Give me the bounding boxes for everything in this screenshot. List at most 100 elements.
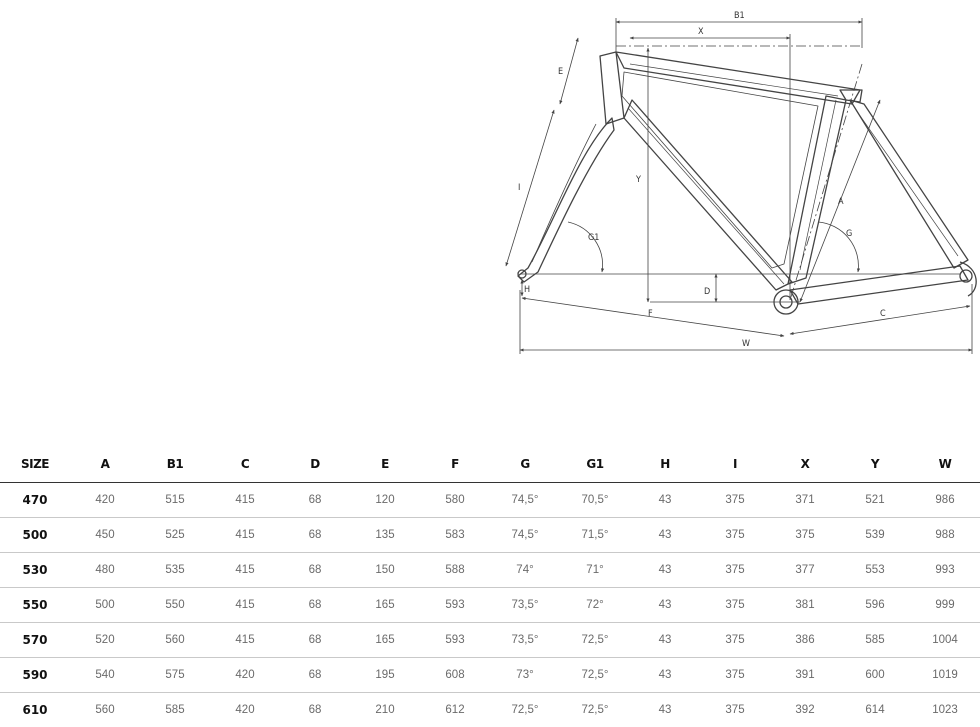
table-cell: 135 bbox=[350, 518, 420, 553]
table-cell: 593 bbox=[420, 623, 490, 658]
table-cell: 72,5° bbox=[560, 658, 630, 693]
column-header-b1: B1 bbox=[140, 446, 210, 483]
table-cell: 1004 bbox=[910, 623, 980, 658]
column-header-x: X bbox=[770, 446, 840, 483]
table-cell: 988 bbox=[910, 518, 980, 553]
table-cell: 68 bbox=[280, 588, 350, 623]
table-cell: 195 bbox=[350, 658, 420, 693]
table-cell: 70,5° bbox=[560, 483, 630, 518]
table-cell: 521 bbox=[840, 483, 910, 518]
table-cell: 74° bbox=[490, 553, 560, 588]
table-cell: 986 bbox=[910, 483, 980, 518]
table-cell: 535 bbox=[140, 553, 210, 588]
table-cell: 540 bbox=[70, 658, 140, 693]
column-header-w: W bbox=[910, 446, 980, 483]
table-cell: 515 bbox=[140, 483, 210, 518]
table-cell: 588 bbox=[420, 553, 490, 588]
table-cell: 539 bbox=[840, 518, 910, 553]
table-cell: 68 bbox=[280, 658, 350, 693]
column-header-i: I bbox=[700, 446, 770, 483]
table-cell: 560 bbox=[70, 693, 140, 727]
table-cell: 525 bbox=[140, 518, 210, 553]
table-cell: 450 bbox=[70, 518, 140, 553]
table-cell: 415 bbox=[210, 518, 280, 553]
table-cell: 43 bbox=[630, 658, 700, 693]
column-header-c: C bbox=[210, 446, 280, 483]
table-cell: 375 bbox=[700, 623, 770, 658]
table-cell: 43 bbox=[630, 693, 700, 727]
table-cell: 375 bbox=[770, 518, 840, 553]
table-cell: 415 bbox=[210, 588, 280, 623]
table-cell: 580 bbox=[420, 483, 490, 518]
table-cell: 72,5° bbox=[490, 693, 560, 727]
table-cell: 520 bbox=[70, 623, 140, 658]
table-cell: 575 bbox=[140, 658, 210, 693]
table-cell: 585 bbox=[140, 693, 210, 727]
table-cell: 43 bbox=[630, 623, 700, 658]
table-cell: 999 bbox=[910, 588, 980, 623]
table-cell: 1023 bbox=[910, 693, 980, 727]
table-cell: 43 bbox=[630, 483, 700, 518]
column-header-f: F bbox=[420, 446, 490, 483]
column-header-h: H bbox=[630, 446, 700, 483]
label-w: W bbox=[742, 339, 750, 349]
table-cell: 375 bbox=[700, 483, 770, 518]
table-cell: 553 bbox=[840, 553, 910, 588]
frame-geometry-diagram: B1 X Y E I G1 A G H D F C W bbox=[0, 0, 980, 400]
table-cell: 74,5° bbox=[490, 483, 560, 518]
label-i: I bbox=[518, 183, 520, 193]
dimension-lines bbox=[506, 18, 972, 354]
table-cell: 500 bbox=[70, 588, 140, 623]
table-cell: 420 bbox=[210, 693, 280, 727]
label-b1: B1 bbox=[734, 11, 745, 21]
table-cell: 120 bbox=[350, 483, 420, 518]
table-cell: 614 bbox=[840, 693, 910, 727]
label-y: Y bbox=[635, 175, 641, 185]
table-cell: 386 bbox=[770, 623, 840, 658]
table-cell: 210 bbox=[350, 693, 420, 727]
column-header-e: E bbox=[350, 446, 420, 483]
label-x: X bbox=[698, 27, 704, 37]
table-cell: 43 bbox=[630, 518, 700, 553]
column-header-d: D bbox=[280, 446, 350, 483]
table-cell: 375 bbox=[700, 658, 770, 693]
table-cell: 585 bbox=[840, 623, 910, 658]
table-cell: 68 bbox=[280, 553, 350, 588]
table-cell: 71,5° bbox=[560, 518, 630, 553]
column-header-g1: G1 bbox=[560, 446, 630, 483]
table-cell: 150 bbox=[350, 553, 420, 588]
table-cell: 73,5° bbox=[490, 623, 560, 658]
table-cell: 608 bbox=[420, 658, 490, 693]
table-cell: 415 bbox=[210, 483, 280, 518]
table-cell: 375 bbox=[700, 518, 770, 553]
label-g: G bbox=[846, 229, 852, 239]
table-cell: 420 bbox=[70, 483, 140, 518]
table-cell: 73° bbox=[490, 658, 560, 693]
label-h: H bbox=[524, 285, 530, 295]
size-cell: 550 bbox=[0, 588, 70, 623]
table-cell: 72,5° bbox=[560, 623, 630, 658]
table-cell: 165 bbox=[350, 623, 420, 658]
table-cell: 480 bbox=[70, 553, 140, 588]
table-cell: 391 bbox=[770, 658, 840, 693]
label-e: E bbox=[558, 67, 563, 77]
table-cell: 593 bbox=[420, 588, 490, 623]
table-cell: 583 bbox=[420, 518, 490, 553]
table-cell: 381 bbox=[770, 588, 840, 623]
table-cell: 68 bbox=[280, 693, 350, 727]
label-d: D bbox=[704, 287, 710, 297]
table-cell: 392 bbox=[770, 693, 840, 727]
table-cell: 600 bbox=[840, 658, 910, 693]
table-cell: 68 bbox=[280, 483, 350, 518]
table-cell: 375 bbox=[700, 693, 770, 727]
table-cell: 415 bbox=[210, 623, 280, 658]
table-cell: 68 bbox=[280, 623, 350, 658]
